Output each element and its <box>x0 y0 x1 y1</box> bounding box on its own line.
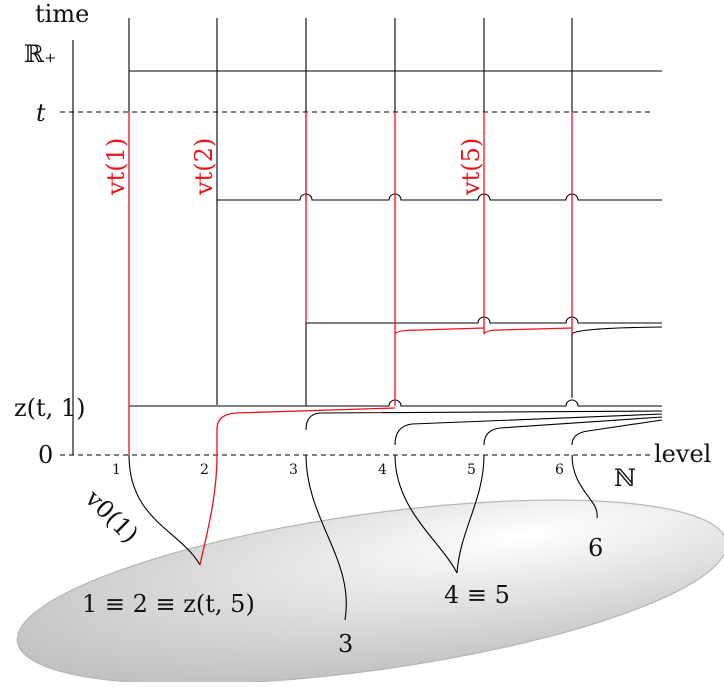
curve-to-12 <box>128 454 201 566</box>
y-axis-space: ℝ₊ <box>24 40 57 68</box>
red-curve-to-12 <box>199 454 218 566</box>
curve-to-6 <box>571 454 598 519</box>
x-axis-space: ℕ <box>614 464 636 492</box>
level-label-6: 6 <box>555 462 564 478</box>
curve-6-upper <box>571 326 663 335</box>
red-path-2 <box>216 407 396 455</box>
curve-bottom-d <box>571 419 663 446</box>
cluster-6: 6 <box>588 534 603 562</box>
base-ellipse <box>16 499 724 685</box>
red-label-v2: vt(2) <box>190 138 218 196</box>
curve-bottom-a <box>305 410 663 431</box>
merge-line-323 <box>306 316 662 324</box>
y-axis-title: time <box>35 0 89 28</box>
red-path-4 <box>394 112 485 335</box>
curve-label-v0: v0(1) <box>79 484 144 549</box>
level-label-4: 4 <box>378 462 387 478</box>
x-axis-title: level <box>654 440 711 468</box>
merge-line-200 <box>217 193 662 201</box>
level-label-3: 3 <box>289 462 298 478</box>
origin-label: 0 <box>38 441 53 469</box>
red-label-v1: vt(1) <box>102 138 130 196</box>
curve-to-45-b <box>456 454 485 574</box>
merge-line-406 <box>129 399 662 407</box>
curve-to-3 <box>305 454 347 621</box>
curve-bottom-c <box>483 416 663 446</box>
level-label-1: 1 <box>112 462 121 478</box>
level-label-2: 2 <box>200 462 209 478</box>
cluster-12: 1 ≡ 2 ≡ z(t, 5) <box>82 590 255 618</box>
red-label-v5: vt(5) <box>457 138 485 196</box>
t-label: t <box>36 99 46 127</box>
level-label-5: 5 <box>467 462 476 478</box>
cluster-45: 4 ≡ 5 <box>444 581 510 609</box>
curve-bottom-b <box>394 413 663 446</box>
z-label: z(t, 1) <box>14 394 86 422</box>
curve-to-45-a <box>394 454 458 574</box>
cluster-3: 3 <box>338 630 353 658</box>
red-path-5 <box>483 112 573 335</box>
